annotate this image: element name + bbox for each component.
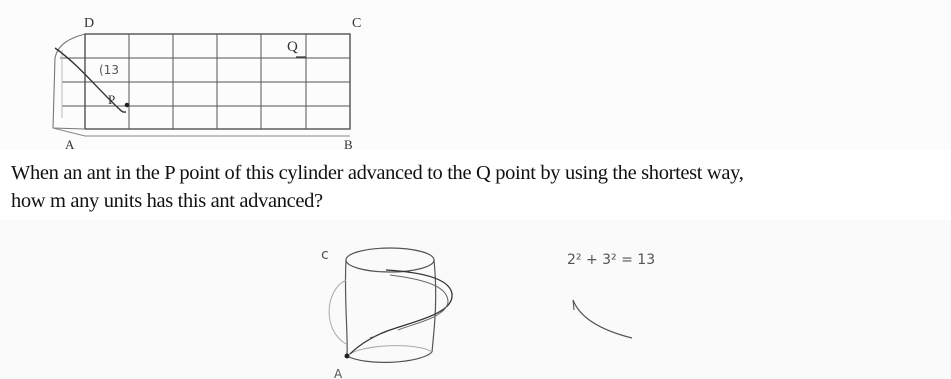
corner-label-a: A	[65, 137, 75, 150]
helix-path-sketch	[349, 269, 453, 355]
base-shadow-line	[52, 127, 350, 137]
corner-label-d: D	[84, 16, 94, 31]
curl-edge-sketch	[52, 33, 86, 130]
cylinder-right-side	[431, 259, 437, 353]
cylinder-label-c: c	[321, 247, 329, 263]
mid-point-mark	[369, 335, 377, 339]
question-panel: When an ant in the P point of this cylin…	[0, 152, 951, 218]
cylinder-label-a: A	[334, 367, 343, 379]
question-line-1: When an ant in the P point of this cylin…	[11, 162, 744, 184]
handwritten-mark: (13	[99, 63, 119, 77]
cylinder-answer-sketch: c A 2² + 3² = 13	[321, 247, 655, 379]
grid-horizontal-lines	[60, 57, 350, 107]
answer-sketch-panel: c A 2² + 3² = 13	[0, 220, 951, 379]
pythagoras-equation: 2² + 3² = 13	[567, 252, 655, 268]
point-p-dot	[124, 102, 130, 108]
shortest-path-sketch	[54, 47, 127, 113]
question-line-2: how m any units has this ant advanced?	[11, 190, 323, 212]
point-label-p: P	[108, 92, 115, 107]
unrolled-cylinder-grid: D C A B Q P (13	[52, 16, 361, 150]
cylinder-bottom-front	[346, 351, 433, 363]
check-mark-tick	[572, 299, 575, 311]
cylinder-top-ellipse	[345, 247, 435, 273]
point-label-q: Q	[287, 39, 298, 55]
corner-label-c: C	[352, 16, 361, 31]
corner-label-b: B	[344, 137, 353, 150]
helix-path-second-stroke	[389, 274, 449, 331]
question-text: When an ant in the P point of this cylin…	[11, 159, 946, 215]
cylinder-bottom-back	[346, 345, 433, 357]
cylinder-left-bulge	[328, 279, 347, 345]
check-mark-stroke	[572, 299, 633, 339]
start-point-dot	[344, 353, 350, 359]
grid-figure-panel: D C A B Q P (13	[0, 0, 951, 150]
cylinder-left-side	[344, 259, 348, 357]
